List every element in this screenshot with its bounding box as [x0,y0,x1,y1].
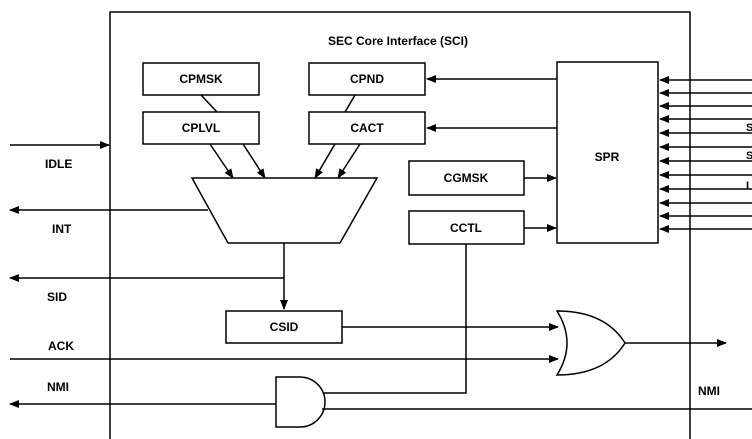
csid-label: CSID [270,320,299,334]
cplvl-to-mux-arrow-1 [209,143,234,179]
cpmsk-label: CPMSK [179,72,223,86]
cplvl-block: CPLVL [142,111,260,145]
right-edge-label-2: S [746,150,752,162]
cctl-block: CCTL [408,210,525,245]
sci-enclosure [109,11,691,439]
idle-label: IDLE [45,157,72,171]
ack-label: ACK [48,339,74,353]
cctl-to-and-line [322,244,467,394]
cctl-label: CCTL [450,221,482,235]
cpmsk-block: CPMSK [142,62,260,96]
csid-block: CSID [225,310,343,344]
cplvl-label: CPLVL [182,121,220,135]
right-edge-label-1: S [746,122,752,134]
cact-to-mux-arrow-2 [337,143,361,179]
priority-mux [190,177,379,244]
cgmsk-label: CGMSK [444,171,489,185]
int-label: INT [52,222,72,236]
cact-to-mux-arrow-1 [314,143,336,179]
cplvl-to-mux-arrow-2 [242,143,266,179]
and-gate [275,376,326,428]
right-edge-label-3: I [746,180,749,192]
spr-label: SPR [595,150,620,164]
spr-bus-inputs [659,76,752,233]
spr-block: SPR [556,61,659,244]
cact-block: CACT [308,111,426,145]
or-gate [555,310,626,376]
cpmsk-cplvl-link [200,94,218,113]
cact-label: CACT [350,121,384,135]
cpnd-block: CPND [308,62,426,96]
nmi-out-label: NMI [47,380,69,394]
cgmsk-block: CGMSK [408,160,525,196]
cpnd-cact-link [344,94,356,113]
sid-label: SID [47,290,67,304]
diagram-title: SEC Core Interface (SCI) [328,34,468,48]
cpnd-label: CPND [350,72,384,86]
nmi-in-label: NMI [698,384,720,398]
